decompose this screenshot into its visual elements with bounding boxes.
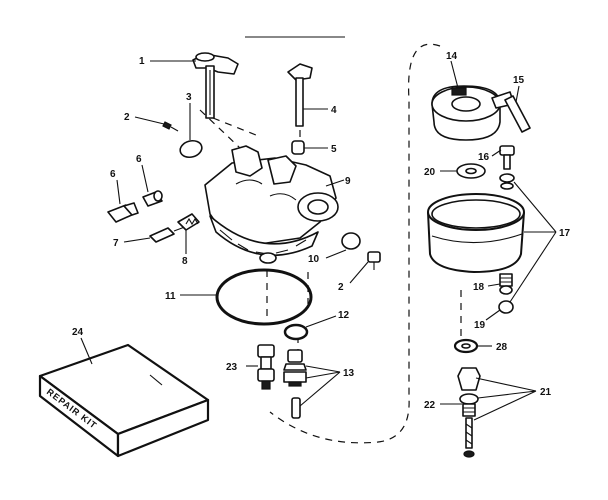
callout-12: 12: [338, 310, 350, 321]
part-seat-19: [498, 300, 514, 314]
callout-18: 18: [473, 282, 485, 293]
leader-16: [491, 149, 502, 157]
assembly-dash-lines: [199, 109, 301, 149]
callout-15: 15: [513, 75, 525, 86]
callout-4: 4: [331, 105, 337, 116]
part-float-pin: [504, 95, 531, 133]
callout-3: 3: [186, 92, 192, 103]
callout-9: 9: [345, 176, 351, 187]
callout-22: 22: [424, 400, 436, 411]
callout-8: 8: [182, 256, 188, 267]
part-main-jet-13: [283, 349, 307, 419]
part-throttle-plate: [179, 139, 203, 159]
part-drain-assembly: [457, 367, 481, 458]
leader-17: [509, 181, 557, 303]
part-screw-16: [499, 145, 515, 190]
callout-28: 28: [496, 342, 508, 353]
callout-6a: 6: [110, 169, 116, 180]
leader-21: [473, 377, 537, 421]
part-float-bowl: [427, 193, 525, 273]
part-needle-spring: [177, 213, 200, 231]
part-choke-detent: [291, 140, 305, 155]
callout-11: 11: [165, 291, 176, 302]
leader-18: [487, 283, 501, 287]
repair-kit-box: [38, 343, 210, 458]
part-fitting-6b: [142, 190, 163, 207]
leader-6b: [141, 164, 149, 193]
leader-2a: [134, 116, 165, 125]
leader-14: [450, 60, 459, 89]
callout-7: 7: [113, 238, 119, 249]
callout-21: 21: [540, 387, 552, 398]
callout-2a: 2: [124, 112, 130, 123]
leader-6a: [116, 179, 121, 205]
callout-20: 20: [424, 167, 436, 178]
leader-15: [515, 85, 520, 103]
part-spring-18: [499, 273, 513, 295]
leader-2b: [349, 261, 369, 284]
leader-9: [325, 179, 345, 187]
leader-13: [299, 365, 341, 407]
callout-17: 17: [559, 228, 571, 239]
callout-6b: 6: [136, 154, 142, 165]
callout-2b: 2: [338, 282, 344, 293]
callout-14: 14: [446, 51, 458, 62]
callout-5: 5: [331, 144, 337, 155]
part-o-ring: [283, 323, 309, 341]
leader-19: [485, 309, 501, 321]
part-throttle-shaft: [192, 52, 239, 119]
part-carburetor-body: [204, 145, 339, 264]
part-fitting-6a: [107, 202, 139, 223]
callout-16: 16: [478, 152, 490, 163]
leader-10: [325, 249, 347, 259]
leader-24: [80, 337, 93, 365]
callout-1: 1: [139, 56, 145, 67]
leader-12: [305, 315, 337, 328]
part-bowl-gasket: [215, 268, 313, 326]
callout-10: 10: [308, 254, 320, 265]
part-screw-2a: [162, 121, 179, 132]
part-choke-shaft: [287, 63, 313, 127]
right-dash-outline: [269, 43, 441, 444]
callout-19: 19: [474, 320, 486, 331]
part-welch-plug: [341, 232, 361, 250]
part-screw-2b: [367, 251, 381, 270]
callout-13: 13: [343, 368, 355, 379]
part-bowl-nut-23: [257, 344, 275, 390]
leader-7: [123, 237, 151, 243]
callout-23: 23: [226, 362, 238, 373]
callout-24: 24: [72, 327, 84, 338]
part-float: [431, 85, 515, 141]
